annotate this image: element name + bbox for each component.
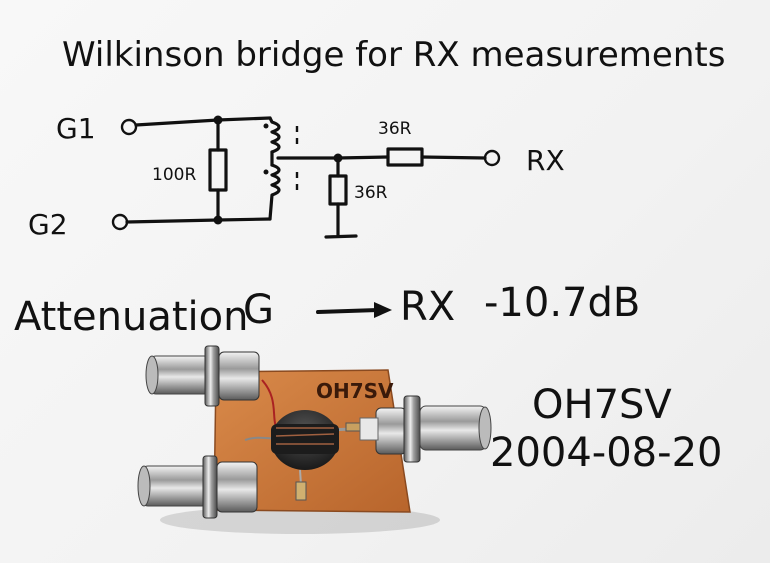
ferrite-body [271,424,339,454]
callsign: OH7SV [532,382,672,428]
circuit-board-photo: OH7SV [137,345,492,534]
bnc-body [216,461,258,513]
attenuation-to: RX [400,284,455,330]
bnc-body [218,351,260,401]
bnc-nut [403,395,421,463]
bnc-nut [202,455,218,519]
attenuation-label: Attenuation [14,294,248,340]
attenuation-line: Attenuation G RX -10.7dB [14,280,640,340]
bnc-connector-g1 [149,355,211,395]
bnc-face [478,406,492,450]
r100-label: 100R [152,165,196,185]
ground-symbol [324,202,358,239]
arrow-right-icon [374,302,392,318]
coil-dot-2 [263,169,269,175]
board-resistor [295,481,307,501]
coil-dot-1 [263,123,269,129]
port-g1-label: G1 [56,112,96,145]
bnc-nut [204,345,220,407]
coil-lower [268,163,281,221]
schematic: G1 G2 RX 100R 36R 36R [28,112,565,241]
r100-resistor [208,148,228,192]
arrow-shaft [316,308,380,314]
junction-dot [213,215,223,225]
coil-upper [268,116,281,154]
bnc-body [375,407,407,455]
bnc-connector-g2 [141,465,209,507]
winding [275,427,335,445]
board-label: OH7SV [316,379,394,403]
series-resistor [386,147,424,167]
series-resistor-label: 36R [378,119,412,139]
g2-wire [125,217,272,224]
bnc-face [145,355,159,395]
board-shadow [160,506,440,534]
shunt-resistor [328,174,348,206]
junction-dot [213,115,223,125]
bnc-face [137,465,151,507]
port-g2-label: G2 [28,208,68,241]
shunt-resistor-label: 36R [354,183,388,203]
g2-terminal [111,213,129,231]
g1-terminal [120,118,138,136]
date: 2004-08-20 [490,430,722,476]
insulator [359,417,379,441]
g1-wire [134,116,272,127]
port-rx-label: RX [526,144,565,177]
centre-tap-wire [276,155,390,160]
junction-dot [333,153,343,163]
attenuation-from: G [243,287,274,333]
diagram-title: Wilkinson bridge for RX measurements [62,35,725,75]
rx-wire [420,155,487,160]
attenuation-value: -10.7dB [484,280,640,326]
rx-terminal [483,149,501,167]
bnc-connector-rx [419,405,487,451]
